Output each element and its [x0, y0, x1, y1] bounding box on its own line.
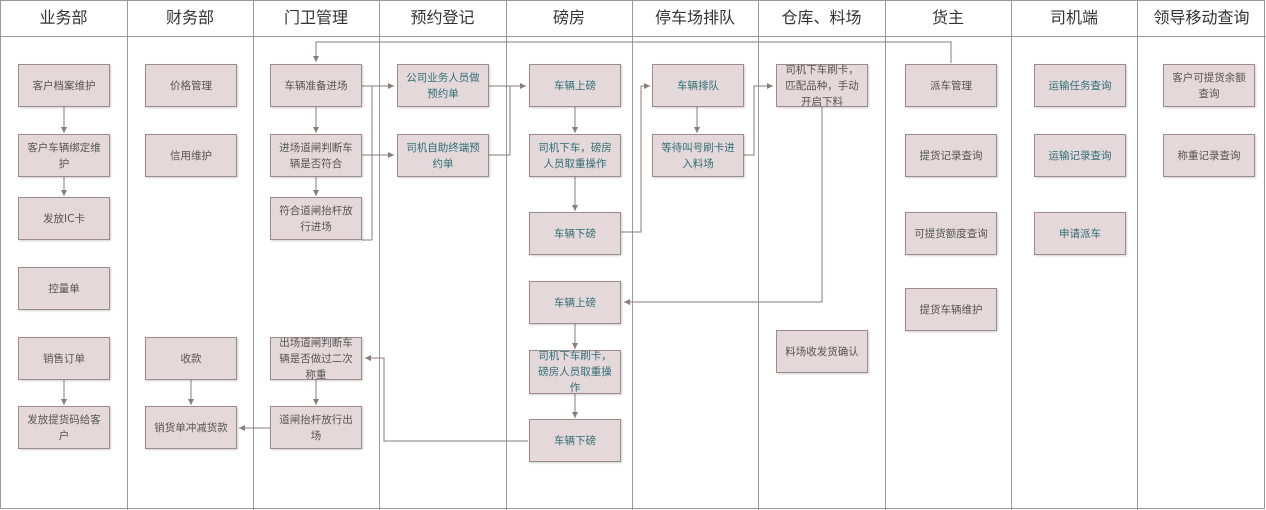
node-shenqing-paiche: 申请派车 [1034, 212, 1126, 255]
node-siji-yuyue: 司机自助终端预约单 [397, 134, 489, 177]
node-kongliangdan: 控量单 [18, 267, 110, 310]
node-taigan-chuchang: 道闸抬杆放行出场 [270, 406, 362, 449]
line-siji-up [489, 86, 511, 156]
line-fangxing-up [362, 86, 373, 241]
arrow-shuaka-shangbang2 [624, 107, 823, 305]
node-shangbang-2: 车辆上磅 [529, 281, 621, 324]
lane-dividers [127, 0, 1138, 510]
node-tihuo-edu: 可提货额度查询 [905, 212, 997, 255]
node-quzhong-2: 司机下车刷卡，磅房人员取重操作 [529, 350, 621, 394]
lane-title-caiwu: 财务部 [165, 8, 214, 27]
node-tihuo-cheliang: 提货车辆维护 [905, 288, 997, 331]
node-jiage-guanli: 价格管理 [145, 64, 237, 107]
connectors [61, 41, 952, 442]
lane-title-sijiduan: 司机端 [1049, 8, 1098, 27]
arrow-paiche-zhunbei [313, 41, 952, 63]
node-shoukuan: 收款 [145, 337, 237, 380]
node-tihuo-jilu: 提货记录查询 [905, 134, 997, 177]
node-xiaoshou-dingdan: 销售订单 [18, 337, 110, 380]
lane-title-lingdao: 领导移动查询 [1153, 8, 1250, 27]
lane-title-yuyue: 预约登记 [410, 8, 475, 27]
lane-title-yewu: 业务部 [39, 8, 88, 27]
node-tihuo-yue: 客户可提货余额查询 [1163, 64, 1255, 107]
node-chuchang-panduan: 出场道闸判断车辆是否做过二次称重 [270, 337, 362, 381]
node-cheliang-bangding: 客户车辆绑定维护 [18, 134, 110, 177]
arrow-dengdai-shuaka [744, 83, 773, 156]
node-fafang-icka: 发放IC卡 [18, 197, 110, 240]
node-xinyong-weihu: 信用维护 [145, 134, 237, 177]
node-dengdai-jiaohao: 等待叫号刷卡进入料场 [652, 134, 744, 177]
node-shuaka-xialiao: 司机下车刷卡，匹配品种，手动开启下料 [776, 64, 868, 108]
node-xiaohuodan-chongjian: 销货单冲减货款 [145, 406, 237, 449]
node-fafang-tihuoma: 发放提货码给客户 [18, 406, 110, 449]
lane-title-tingchechang: 停车场排队 [654, 8, 735, 27]
lane-title-bangfang: 磅房 [552, 8, 585, 27]
node-yunshu-renwu: 运输任务查询 [1034, 64, 1126, 107]
arrow-zhunbei-siji [362, 85, 394, 158]
node-cheliang-zhunbei: 车辆准备进场 [270, 64, 362, 107]
arrow-panduan-gongsi [362, 83, 394, 156]
node-cheliang-paidui: 车辆排队 [652, 64, 744, 107]
node-xiabang-1: 车辆下磅 [529, 212, 621, 255]
node-chengzhong-jilu: 称重记录查询 [1163, 134, 1255, 177]
node-paiche-guanli: 派车管理 [905, 64, 997, 107]
lane-title-cangku: 仓库、料场 [781, 8, 862, 27]
lane-title-huozhu: 货主 [931, 8, 964, 27]
arrow-xiabang2-chuchang [365, 355, 528, 442]
node-gongsi-yuyue: 公司业务人员做预约单 [397, 64, 489, 107]
node-fuhe-fangxing: 符合道闸抬杆放行进场 [270, 197, 362, 240]
node-quzhong-1: 司机下车，磅房人员取重操作 [529, 134, 621, 177]
lane-title-menwei: 门卫管理 [283, 8, 348, 27]
node-xiabang-2: 车辆下磅 [529, 419, 621, 462]
node-yunshu-jilu: 运输记录查询 [1034, 134, 1126, 177]
node-shangbang-1: 车辆上磅 [529, 64, 621, 107]
node-kehu-dangan: 客户档案维护 [18, 64, 110, 107]
arrow-xiabang1-paidui [621, 83, 650, 233]
node-jinchang-panduan: 进场道闸判断车辆是否符合 [270, 134, 362, 177]
node-liaochang-queren: 料场收发货确认 [776, 330, 868, 373]
